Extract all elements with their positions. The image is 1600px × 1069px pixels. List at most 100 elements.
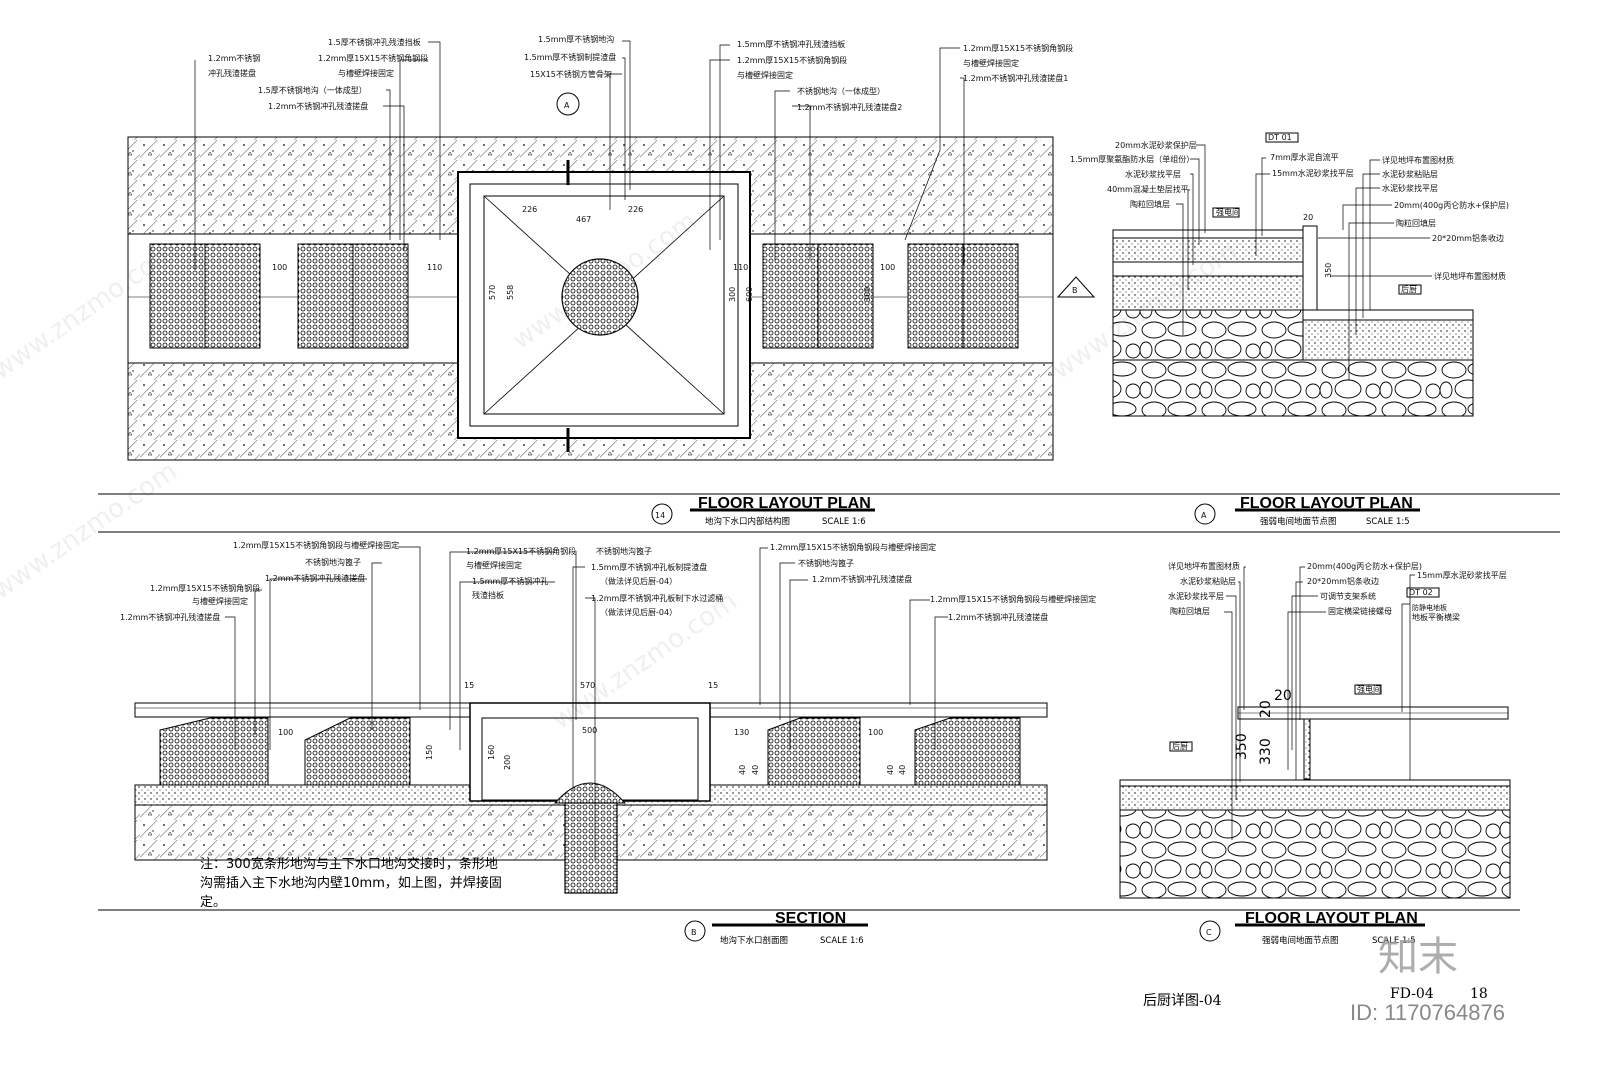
dim: 100 [272,263,287,272]
callout-label: 1.2mm厚15X15不锈钢角钢段与槽壁焊接固定 [770,542,936,552]
callout-label: 水泥砂浆找平层 [1125,169,1181,179]
drawing-number: 14 [655,511,665,520]
callout-label: 1.2mm不锈钢冲孔残渣搓盘 [948,612,1048,622]
drawing-subtitle: 地沟下水口内部结构图 [705,516,790,527]
callout-label: 1.2mm不锈钢冲孔残渣搓盘 [268,101,368,111]
callout-label: 残渣挡板 [472,590,504,600]
dimension-label: 130 [734,728,749,737]
dim: 558 [506,285,515,300]
sheet-name: 后厨详图-04 [1143,993,1222,1009]
callout-label: 1.2mm不锈钢冲孔残渣搓盘2 [797,102,902,112]
section-b-dimensions: 570 500 100 150 160 200 15 15 130 40 40 … [278,681,907,775]
dim: 570 [488,285,497,300]
callout-label: 不锈钢地沟篦子 [305,557,361,567]
detail-c: 后厨 强电间 DT 02 20 350 330 20 [1119,587,1511,899]
tag-label: 强电间 [1357,684,1381,694]
dimension-label: 100 [868,728,883,737]
callout-label: 1.5mm厚不锈钢制提渣盘 [524,52,616,62]
callout-label: 与槽壁焊接固定 [737,70,793,80]
dim: 300 [728,287,737,302]
dimension-label: 570 [580,681,595,690]
callout-label: 陶粒回填层 [1396,218,1436,228]
callout-label: （做法详见后厨-04） [600,607,677,617]
note-line: 定。 [200,895,226,910]
callout-label: 1.5厚不锈钢地沟（一体成型） [258,85,367,95]
callout-label: 不锈钢地沟篦子 [798,558,854,568]
callout-label: 固定横梁链接螺母 [1328,606,1392,616]
detail-a-callouts: 20mm水泥砂浆保护层 1.5mm厚聚氨酯防水层（单组份） 水泥砂浆找平层 40… [1070,140,1509,281]
dimension-label: 160 [487,745,496,760]
detail-c-leaders [1224,566,1415,840]
callout-label: 详见地坪布置图材质 [1434,271,1506,281]
callout-label: 与槽壁焊接固定 [192,596,248,606]
watermark-id: ID: 1170764876 [1350,1000,1505,1025]
tag-label: 350 [1324,263,1333,278]
callout-label: 1.2mm厚15X15不锈钢角钢段 [466,546,576,556]
sheet-footer: 后厨详图-04 FD-04 18 [1143,986,1488,1009]
callout-label: 20mm(400g丙仑防水+保护层) [1307,561,1422,571]
callout-label: 水泥砂浆粘贴层 [1382,169,1438,179]
plan-14-dimensions: 226 467 226 100 110 570 558 110 300 600 … [272,205,895,302]
callout-label: 20mm水泥砂浆保护层 [1115,140,1197,150]
dim: 100 [880,263,895,272]
callout-label: 7mm厚水泥自流平 [1270,152,1339,162]
drawing-subtitle: 地沟下水口剖面图 [720,935,788,946]
plan-14-callouts: 1.5厚不锈钢冲孔残渣挡板 1.2mm厚15X15不锈钢角钢段 与槽壁焊接固定 … [208,34,1073,112]
callout-label: 冲孔残渣搓盘 [208,68,256,78]
drawing-scale: SCALE 1:5 [1372,936,1416,946]
tag-label: 330 [1258,738,1274,765]
callout-label: 1.2mm不锈钢冲孔残渣搓盘 [120,612,220,622]
callout-label: 1.5mm厚不锈钢冲孔残渣挡板 [737,39,845,49]
tag-label: 强电间 [1216,207,1240,217]
callout-label: 1.2mm不锈钢冲孔残渣搓盘 [812,574,912,584]
detail-a-leaders [1176,144,1432,380]
callout-label: 详见地坪布置图材质 [1168,561,1240,571]
callout-label: 陶粒回填层 [1170,606,1210,616]
plan-14-leaders [194,40,965,270]
callout-label: 水泥砂浆找平层 [1382,183,1438,193]
dim: 110 [733,263,748,272]
title-bar-14: 14 FLOOR LAYOUT PLAN 地沟下水口内部结构图 SCALE 1:… [98,493,1560,533]
callout-label: 1.5mm厚聚氨酯防水层（单组份） [1070,154,1194,164]
svg-text:B: B [1072,286,1078,295]
dimension-label: 40 [886,765,895,775]
detail-c-callouts: 详见地坪布置图材质 水泥砂浆粘贴层 水泥砂浆找平层 陶粒回填层 20mm(400… [1168,561,1507,622]
tag-label: 20 [1274,688,1292,704]
callout-label: 1.2mm厚15X15不锈钢角钢段 [150,583,260,593]
callout-label: 地板平衡横梁 [1412,612,1460,622]
watermark-logo: 知末 [1378,934,1458,980]
dimension-label: 15 [464,681,474,690]
callout-label: 15mm厚水泥砂浆找平层 [1417,570,1507,580]
callout-label: （做法详见后厨-04） [600,576,677,586]
callout-label: 15mm水泥砂浆找平层 [1272,168,1354,178]
dim: 226 [522,205,537,214]
callout-label: 防静电地板 [1412,603,1447,612]
callout-label: 不锈钢地沟（一体成型） [797,86,885,96]
drawing-number: C [1206,928,1212,937]
dimension-label: 40 [751,765,760,775]
drawing-scale: SCALE 1:5 [1366,517,1410,527]
dim: 110 [427,263,442,272]
section-b-note: 注：300宽条形地沟与主下水口地沟交接时，条形地 沟需插入主下水地沟内壁10mm… [200,856,502,910]
section-b [134,702,1048,894]
dimension-label: 150 [425,745,434,760]
tag-label: 后厨 [1172,741,1188,751]
drawing-title: FLOOR LAYOUT PLAN [698,495,871,512]
dim: 300 [863,287,872,302]
title-bar-b: B SECTION 地沟下水口剖面图 SCALE 1:6 [98,909,1520,946]
drawing-scale: SCALE 1:6 [822,517,866,527]
callout-label: 1.5mm厚不锈钢冲孔 [472,576,548,586]
title-bar-c: C FLOOR LAYOUT PLAN 强弱电间地面节点图 SCALE 1:5 [1199,910,1425,946]
callout-label: 1.2mm不锈钢 [208,53,260,63]
callout-label: 1.5mm厚不锈钢地沟 [538,34,614,44]
dimension-label: 100 [278,728,293,737]
callout-label: 陶粒回填层 [1130,199,1170,209]
dim: 226 [628,205,643,214]
callout-label: 水泥砂浆找平层 [1168,591,1224,601]
callout-label: 1.2mm不锈钢冲孔残渣搓盘1 [963,73,1068,83]
callout-label: 可调节支架系统 [1320,591,1376,601]
dim: 467 [576,215,591,224]
tag-label: 20 [1303,213,1313,222]
dimension-label: 500 [582,726,597,735]
